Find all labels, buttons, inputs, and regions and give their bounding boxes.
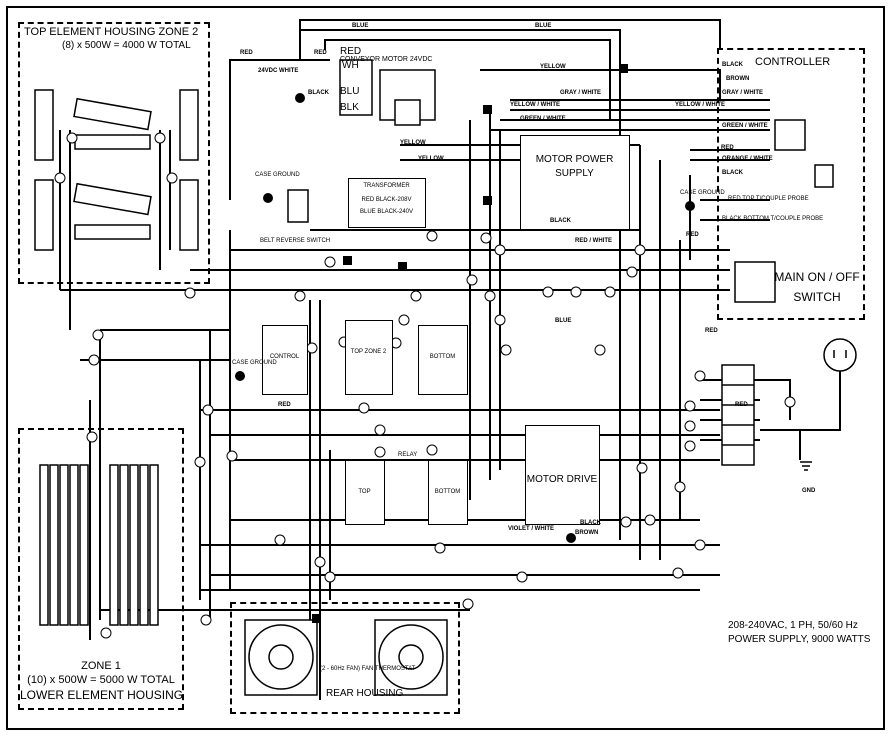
diagram-frame <box>6 6 885 730</box>
case-ground-label-1: CASE GROUND <box>255 172 300 178</box>
wire-label-gray-white-2: GRAY / WHITE <box>560 90 602 96</box>
zone1-line2: (10) x 500W = 5000 W TOTAL <box>27 674 175 686</box>
wire-label-black-5: BLACK <box>308 90 329 96</box>
plug-red-label: RED <box>340 46 362 57</box>
wire-label-24vdc: 24VDC WHITE <box>258 68 299 74</box>
wire-label-yellow-white-2: YELLOW / WHITE <box>510 102 560 108</box>
probe-top-label: RED TOP T/COUPLE PROBE <box>728 196 809 202</box>
transformer-line1: RED BLACK-208V <box>361 197 412 203</box>
zone2-subtitle: (8) x 500W = 4000 W TOTAL <box>62 40 191 51</box>
wire-label-yellow-white: YELLOW / WHITE <box>675 102 725 108</box>
zone1-line3: LOWER ELEMENT HOUSING <box>20 688 184 702</box>
wire-label-orange-white: ORANGE / WHITE <box>722 156 773 162</box>
zone2-housing: TOP ELEMENT HOUSING ZONE 2 (8) x 500W = … <box>18 22 210 284</box>
wire-label-yellow-2: YELLOW <box>400 140 426 146</box>
ssr-bottom-2: BOTTOM <box>428 460 468 525</box>
power-line1: 208-240VAC, 1 PH, 50/60 Hz <box>728 620 858 631</box>
conveyor-label: CONVEYOR MOTOR 24VDC <box>340 56 433 63</box>
wire-label-yellow-1: YELLOW <box>540 64 566 70</box>
wire-label-black-2: BLACK <box>722 170 743 176</box>
wire-label-blue-2: BLUE <box>535 23 552 29</box>
wire-label-black-3: BLACK <box>580 520 601 526</box>
ssr-top-label: TOP <box>358 489 371 495</box>
probe-bottom-label: BLACK BOTTOM T/COUPLE PROBE <box>722 216 824 222</box>
transformer-line2: BLUE BLACK-240V <box>359 209 414 215</box>
wire-label-green-white-2: GREEN / WHITE <box>520 116 566 122</box>
motor-drive: MOTOR DRIVE <box>525 425 600 525</box>
transformer-title: TRANSFORMER <box>363 183 410 189</box>
plug-blk-label: BLK <box>340 102 359 113</box>
wire-label-yellow-3: YELLOW <box>418 156 444 162</box>
plug-blu-label: BLU <box>340 86 360 97</box>
wire-label-gnd: GND <box>802 488 816 494</box>
wire-label-red-6: RED <box>721 145 734 151</box>
wire-label-blue-1: BLUE <box>352 23 369 29</box>
wire-label-red-5: RED <box>314 50 327 56</box>
controller-title: CONTROLLER <box>755 56 831 68</box>
wire-label-violet-white: VIOLET / WHITE <box>508 526 554 532</box>
wire-label-red-4: RED <box>735 402 748 408</box>
ssr-top-zone2: TOP ZONE 2 <box>345 320 393 395</box>
power-line2: POWER SUPPLY, 9000 WATTS <box>728 634 871 645</box>
fan-note: (2 - 60Hz FAN) FAN THERMOSTAT <box>320 666 416 672</box>
wire-label-red-7: RED <box>686 232 699 238</box>
controller-box: CONTROLLER MAIN ON / OFF SWITCH <box>717 48 865 320</box>
ssr-control-label: CONTROL <box>269 354 300 360</box>
case-ground-label-3: CASE GROUND <box>680 190 725 196</box>
wire-label-gray-white: GRAY / WHITE <box>722 90 764 96</box>
wire-label-blue-3: BLUE <box>555 318 572 324</box>
ssr-top-zone2-label: TOP ZONE 2 <box>350 349 387 355</box>
ssr-top: TOP <box>345 460 385 525</box>
wire-label-green-white: GREEN / WHITE <box>722 123 768 129</box>
wire-label-red-1: RED <box>240 50 253 56</box>
wire-label-brown-2: BROWN <box>575 530 599 536</box>
ssr-control: CONTROL <box>262 325 308 395</box>
ssr-bottom-label: BOTTOM <box>429 354 456 360</box>
zone1-line1: ZONE 1 <box>81 660 121 672</box>
belt-switch-label: BELT REVERSE SWITCH <box>260 238 331 244</box>
wire-label-red-2: RED <box>278 402 291 408</box>
zone2-title: TOP ELEMENT HOUSING ZONE 2 <box>24 26 199 38</box>
wire-label-brown-1: BROWN <box>726 76 750 82</box>
motor-drive-label: MOTOR DRIVE <box>526 474 598 485</box>
ssr-bottom2-label: BOTTOM <box>434 489 461 495</box>
zone1-housing: ZONE 1 (10) x 500W = 5000 W TOTAL LOWER … <box>18 428 184 710</box>
transformer: TRANSFORMER RED BLACK-208V BLUE BLACK-24… <box>348 178 426 228</box>
motor-power-supply: MOTOR POWER SUPPLY <box>520 135 630 230</box>
motor-power-line2: SUPPLY <box>555 168 594 179</box>
ssr-bottom: BOTTOM <box>418 325 468 395</box>
main-switch-line2: SWITCH <box>793 290 841 304</box>
case-ground-label-2: CASE GROUND <box>232 360 277 366</box>
rear-housing-label: REAR HOUSING <box>326 688 404 699</box>
plug-wh-label: WH <box>342 60 359 71</box>
wire-label-black-1: BLACK <box>722 62 743 68</box>
relay-label: RELAY <box>398 452 418 458</box>
rear-housing: (2 - 60Hz FAN) FAN THERMOSTAT REAR HOUSI… <box>230 602 460 714</box>
wire-label-black-4: BLACK <box>550 218 571 224</box>
wire-label-red-white: RED / WHITE <box>575 238 612 244</box>
wire-label-red-3: RED <box>705 328 718 334</box>
motor-power-line1: MOTOR POWER <box>535 154 614 165</box>
main-switch-line1: MAIN ON / OFF <box>774 270 860 284</box>
